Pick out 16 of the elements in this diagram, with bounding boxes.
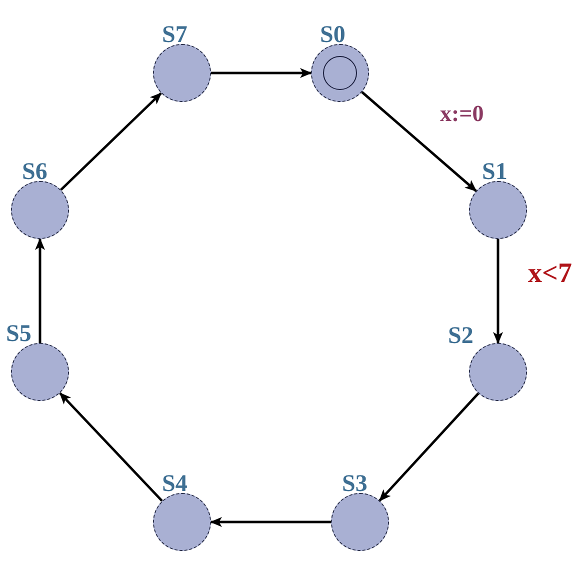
arrow: [493, 239, 503, 344]
arrow: [60, 92, 162, 191]
arrow: [361, 91, 477, 192]
state-name: S3: [342, 472, 368, 496]
arrow: [59, 392, 163, 502]
arrow: [211, 68, 312, 78]
state-name: S5: [6, 322, 32, 346]
state-name: S7: [162, 23, 188, 47]
arrow: [35, 238, 45, 343]
arrow: [378, 392, 480, 502]
state-name: S6: [22, 160, 48, 184]
state-name: S2: [448, 324, 474, 348]
state-name: S4: [162, 472, 188, 496]
state-name: S1: [482, 160, 508, 184]
arrow: [210, 517, 331, 527]
state-name: S0: [320, 23, 346, 47]
